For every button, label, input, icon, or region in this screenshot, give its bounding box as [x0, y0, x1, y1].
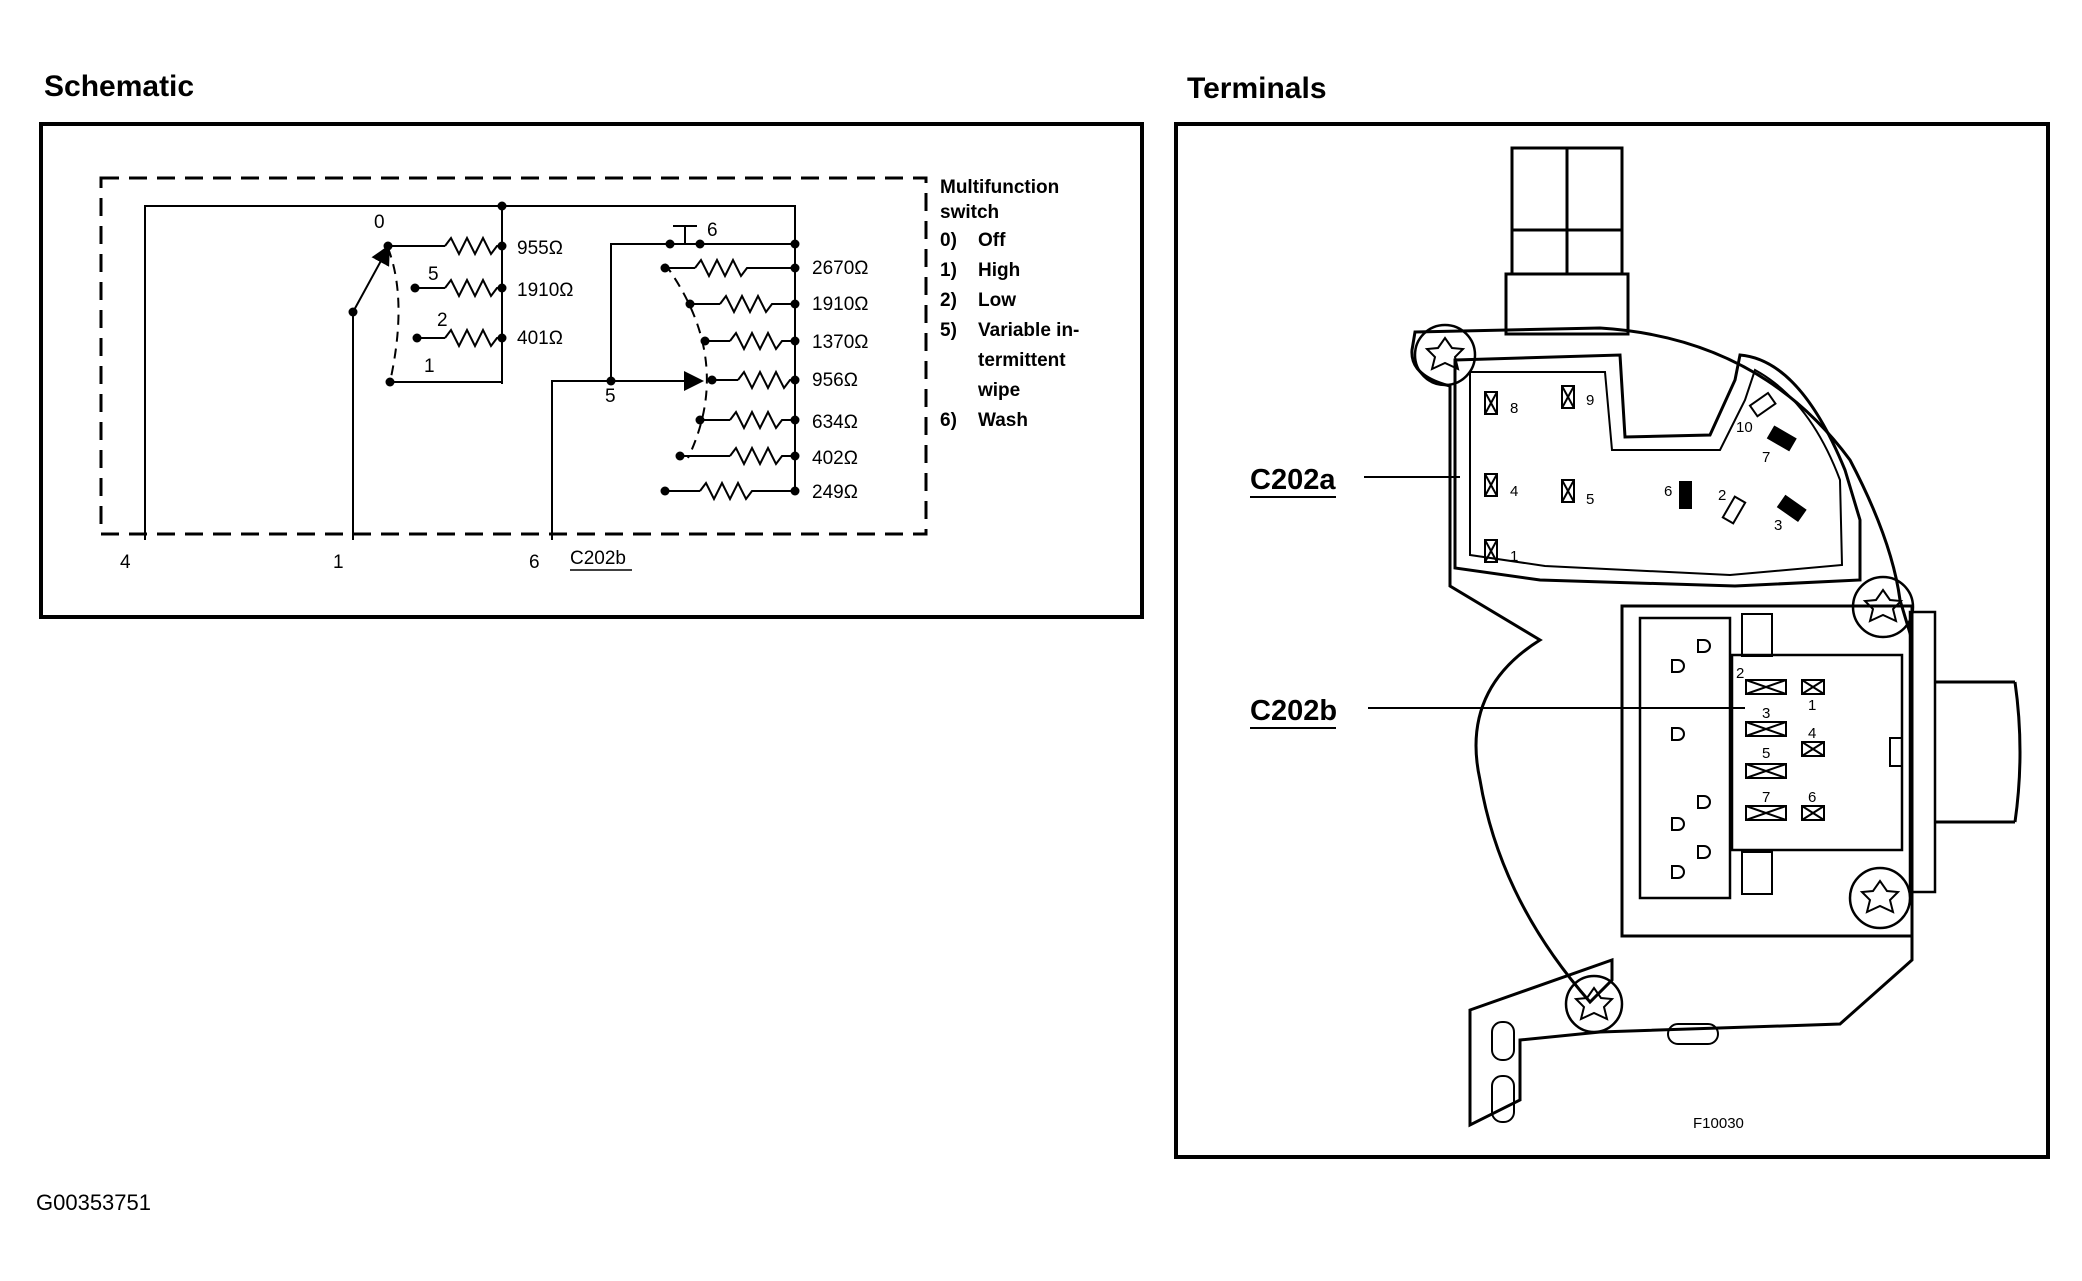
right-resistor-label: 1370Ω: [812, 332, 868, 353]
terminals-panel: [1174, 122, 2050, 1159]
right-resistor-label: 1910Ω: [812, 294, 868, 315]
c202b-pin-5: 5: [1762, 745, 1770, 762]
legend-key: 0): [940, 230, 957, 251]
legend-text: Off: [978, 230, 1006, 251]
c202a-pin-10: 10: [1736, 419, 1753, 436]
c202a-pin-5: 5: [1586, 491, 1594, 508]
c202b-label: C202b: [1250, 695, 1337, 727]
c202a-pin-4: 4: [1510, 483, 1518, 500]
right-resistor-label: 402Ω: [812, 448, 858, 469]
c202a-pin-2: 2: [1718, 487, 1726, 504]
c202a-pin-7: 7: [1762, 449, 1770, 466]
c202a-pin-9: 9: [1586, 392, 1594, 409]
c202a-pin-6: 6: [1664, 483, 1672, 500]
legend-text: Low: [978, 290, 1016, 311]
c202a-pins: [1484, 385, 1807, 563]
screw-icon: [1859, 879, 1901, 914]
c202a-pin-3: 3: [1774, 517, 1782, 534]
pin-label-1: 1: [333, 552, 344, 573]
cavity-glyphs: [1671, 639, 1711, 879]
wash-label: 6: [707, 220, 718, 241]
left-pos-0: 0: [374, 212, 385, 233]
legend-text: High: [978, 260, 1020, 281]
schematic-panel: [39, 122, 1144, 619]
c202a-pin-8: 8: [1510, 400, 1518, 417]
legend-key: 5): [940, 320, 957, 341]
legend: Multifunction switch 0) Off 1) High 2) L…: [940, 177, 1079, 431]
c202b-pin-7: 7: [1762, 789, 1770, 806]
legend-text: Variable in-: [978, 320, 1079, 341]
connector-label: C202b: [570, 548, 626, 569]
figure-code: G00353751: [36, 1190, 151, 1215]
terminals-title: Terminals: [1187, 72, 1327, 105]
legend-text: termittent: [978, 350, 1066, 371]
legend-key: 6): [940, 410, 957, 431]
left-resistor-label: 1910Ω: [517, 280, 573, 301]
screw-icon: [1424, 336, 1466, 371]
right-resistor-label: 249Ω: [812, 482, 858, 503]
right-resistor-label: 634Ω: [812, 412, 858, 433]
c202b-pins: [1745, 679, 1825, 821]
left-pos-5: 5: [428, 264, 439, 285]
screw-icon: [1573, 986, 1615, 1021]
left-pos-2: 2: [437, 310, 448, 331]
right-resistor-label: 2670Ω: [812, 258, 868, 279]
screw-icons: [1424, 336, 1904, 1021]
c202b-pin-4: 4: [1808, 725, 1816, 742]
legend-text: wipe: [977, 380, 1020, 401]
pin-label-4: 4: [120, 552, 131, 573]
c202a-label: C202a: [1250, 464, 1336, 496]
terminals-figure-code: F10030: [1693, 1115, 1744, 1132]
screw-icon: [1862, 588, 1904, 623]
pin-label-6: 6: [529, 552, 540, 573]
schematic-title: Schematic: [44, 70, 195, 103]
right-resistor-label: 956Ω: [812, 370, 858, 391]
mid-pos-label: 5: [605, 386, 616, 407]
left-resistor-label: 401Ω: [517, 328, 563, 349]
legend-title: Multifunction: [940, 177, 1059, 198]
schematic-junctions: [348, 201, 800, 496]
c202b-pin-1: 1: [1808, 697, 1816, 714]
left-pos-1: 1: [424, 356, 435, 377]
c202b-pin-6: 6: [1808, 789, 1816, 806]
legend-title: switch: [940, 202, 999, 223]
c202b-pin-2: 2: [1736, 665, 1744, 682]
left-resistor-label: 955Ω: [517, 238, 563, 259]
legend-key: 1): [940, 260, 957, 281]
legend-text: Wash: [978, 410, 1028, 431]
c202b-pin-3: 3: [1762, 705, 1770, 722]
c202a-pin-1: 1: [1510, 548, 1518, 565]
legend-key: 2): [940, 290, 957, 311]
